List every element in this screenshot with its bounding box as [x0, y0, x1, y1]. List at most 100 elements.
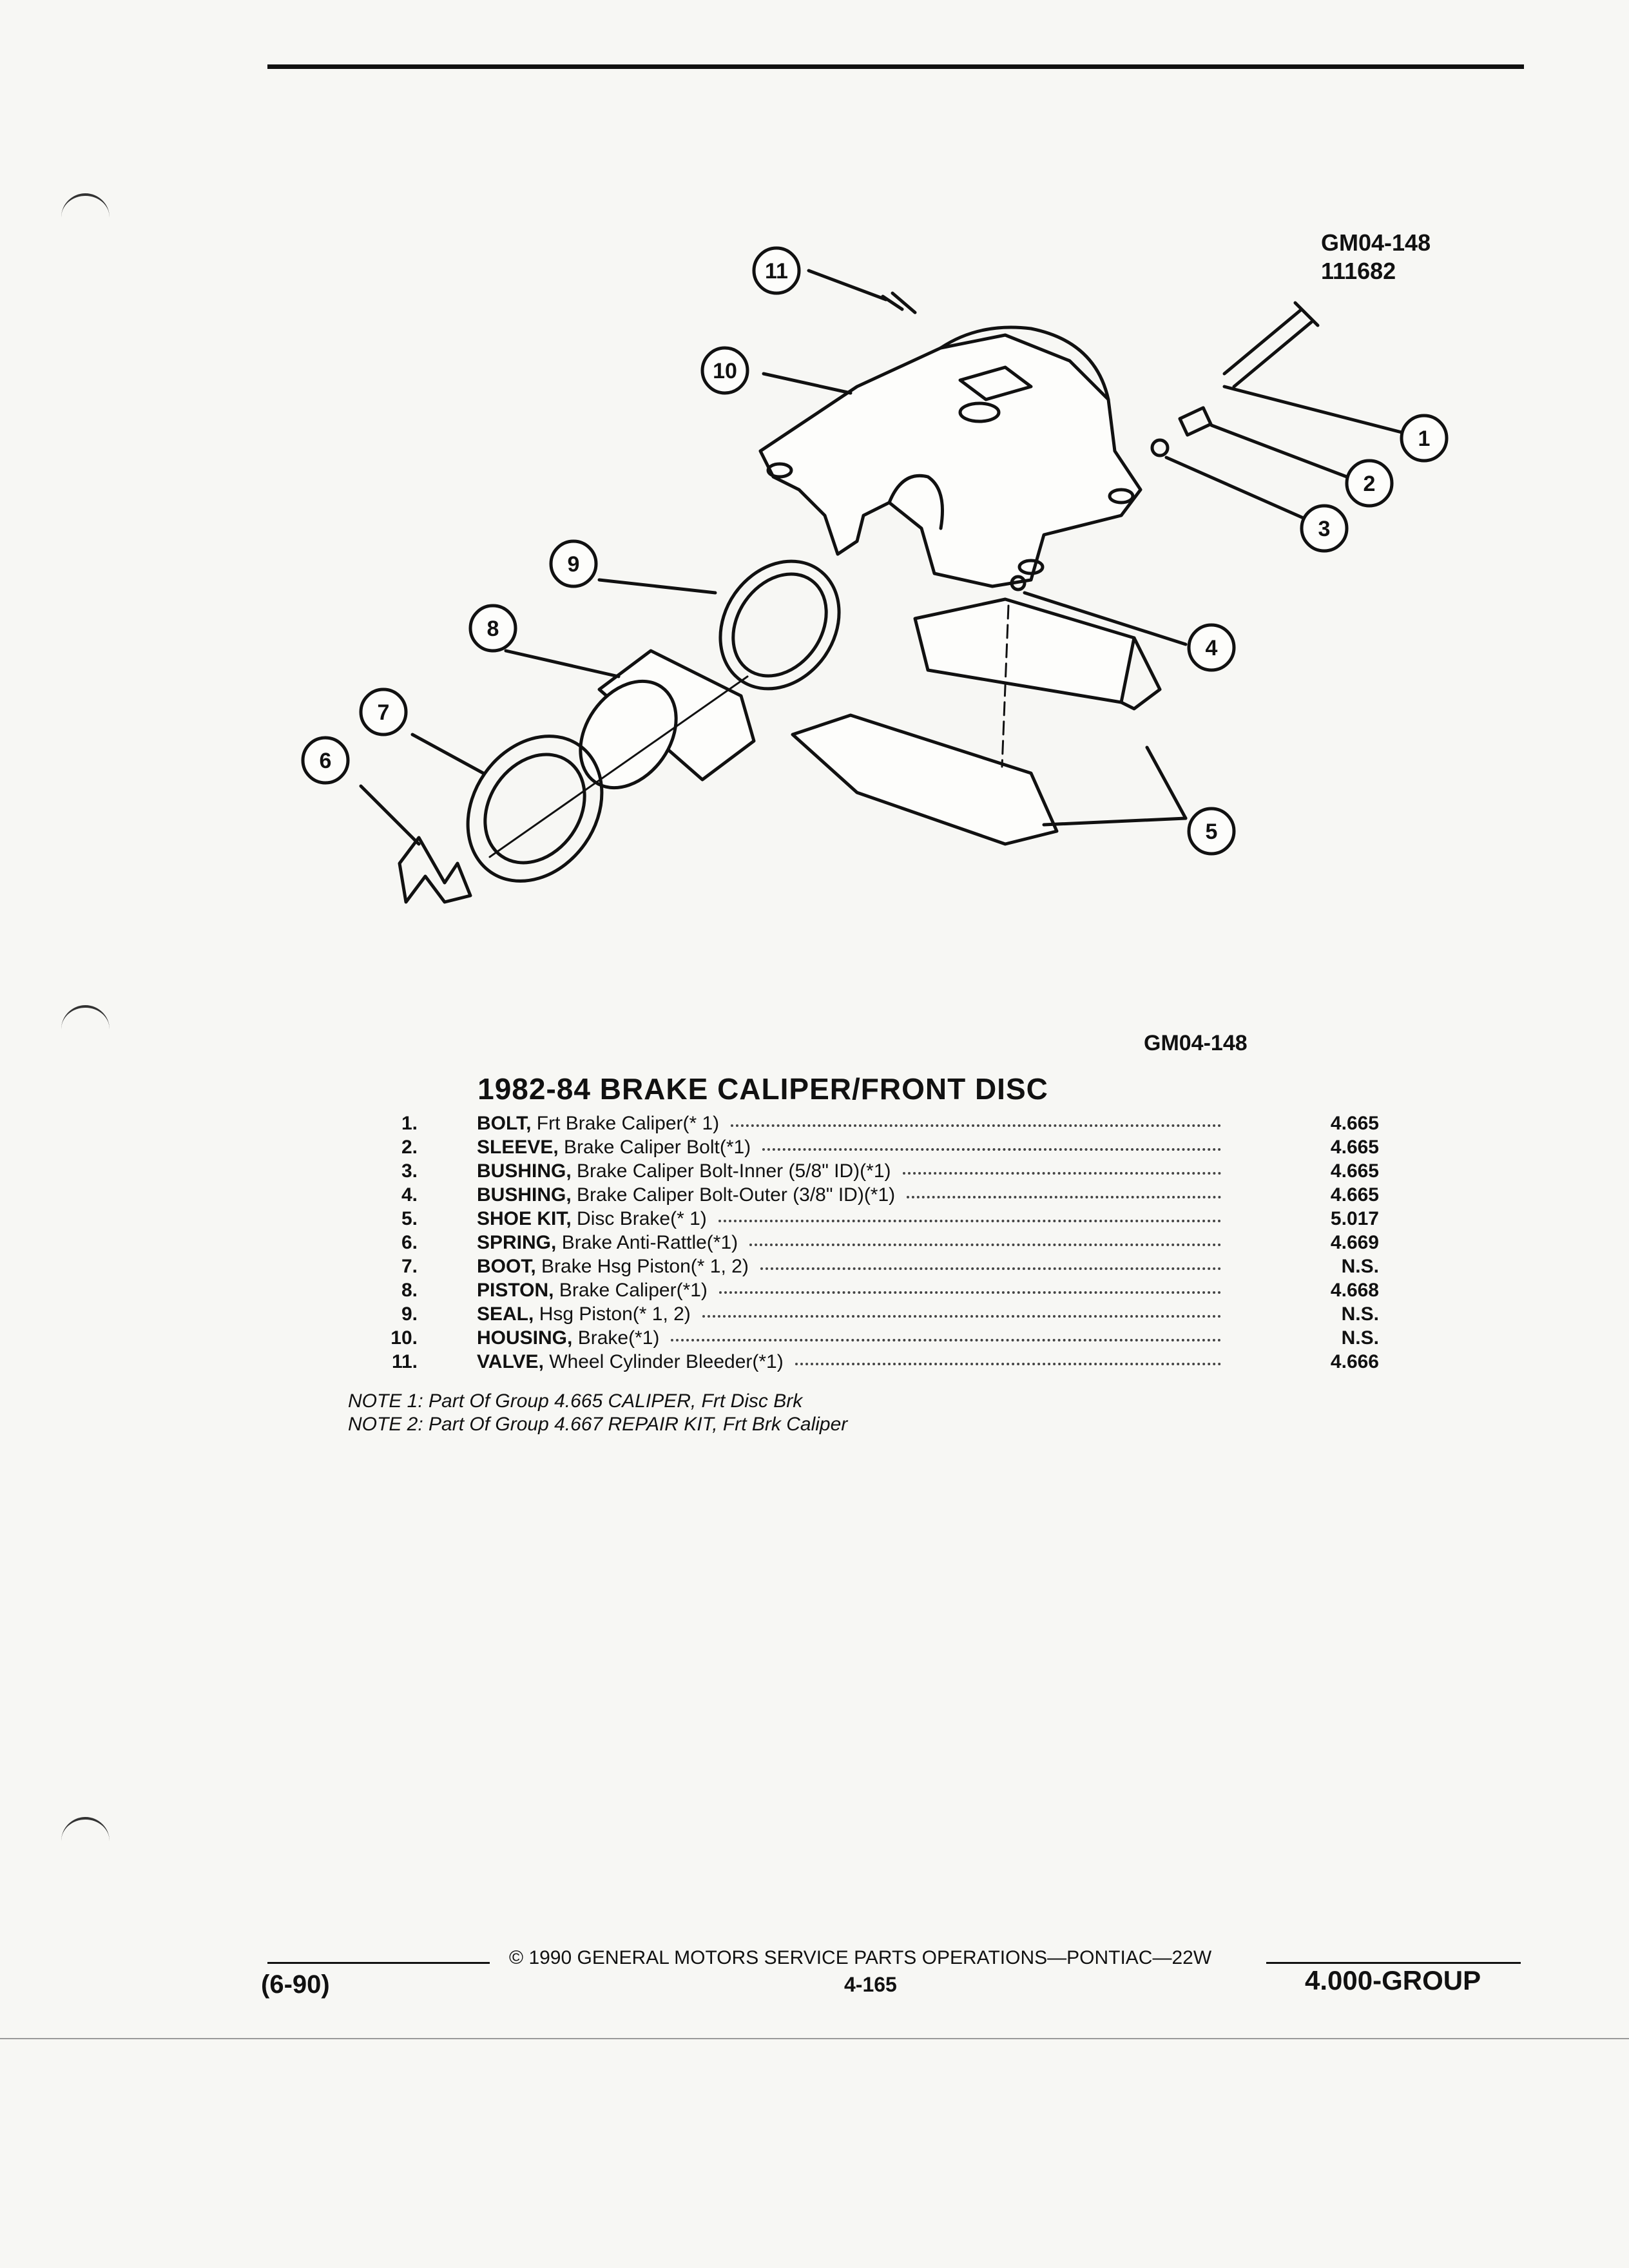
- callout-5: [1187, 807, 1236, 856]
- page-title: 1982-84 BRAKE CALIPER/FRONT DISC: [0, 1072, 1629, 1106]
- part-detail: Brake Caliper Bolt-Inner (5/8" ID)(*1): [571, 1160, 891, 1182]
- part-row: 6. SPRING, Brake Anti-Rattle(*1) 4.669: [0, 1232, 1629, 1256]
- punch-mark: [61, 1817, 110, 1845]
- callout-3: [1300, 504, 1349, 553]
- bottom-rule: [0, 2038, 1629, 2039]
- anti-rattle-spring-drawing: [398, 836, 472, 904]
- part-row: 8. PISTON, Brake Caliper(*1) 4.668: [0, 1280, 1629, 1304]
- part-detail: Hsg Piston(* 1, 2): [534, 1303, 691, 1325]
- part-number: 7.: [401, 1256, 418, 1277]
- part-number: 2.: [401, 1137, 418, 1158]
- callout-label-7: 7: [378, 700, 390, 725]
- part-description: SEAL, Hsg Piston(* 1, 2): [477, 1303, 691, 1325]
- copyright-text: © 1990 GENERAL MOTORS SERVICE PARTS OPER…: [509, 1947, 1212, 1968]
- part-group-number: N.S.: [1341, 1256, 1379, 1277]
- part-detail: Disc Brake(* 1): [571, 1208, 707, 1229]
- part-description: BUSHING, Brake Caliper Bolt-Inner (5/8" …: [477, 1160, 891, 1182]
- part-name: HOUSING,: [477, 1327, 573, 1349]
- callout-label-4: 4: [1206, 636, 1218, 660]
- part-detail: Brake Hsg Piston(* 1, 2): [535, 1256, 749, 1277]
- part-row: 2. SLEEVE, Brake Caliper Bolt(*1) 4.665: [0, 1137, 1629, 1161]
- part-description: SPRING, Brake Anti-Rattle(*1): [477, 1232, 738, 1254]
- callout-label-8: 8: [487, 617, 499, 641]
- callout-10: [700, 346, 749, 395]
- note-1: NOTE 1: Part Of Group 4.665 CALIPER, Frt…: [348, 1390, 803, 1412]
- callout-1: [1400, 414, 1449, 463]
- part-description: BOLT, Frt Brake Caliper(* 1): [477, 1113, 719, 1135]
- callout-label-2: 2: [1364, 472, 1376, 496]
- part-number: 8.: [401, 1280, 418, 1301]
- bolt-drawing: [1222, 301, 1320, 389]
- part-number: 1.: [401, 1113, 418, 1134]
- part-group-number: 4.666: [1330, 1351, 1379, 1372]
- part-description: SHOE KIT, Disc Brake(* 1): [477, 1208, 707, 1230]
- part-group-number: 4.665: [1330, 1137, 1379, 1158]
- group-label: 4.000-GROUP: [1305, 1965, 1481, 1995]
- figure-code-id: GM04-148: [1321, 229, 1431, 256]
- revision-date: (6-90): [261, 1970, 330, 1999]
- leader-dots: [671, 1339, 1221, 1341]
- part-number: 6.: [401, 1232, 418, 1253]
- part-group-number: 4.669: [1330, 1232, 1379, 1253]
- part-description: VALVE, Wheel Cylinder Bleeder(*1): [477, 1351, 784, 1373]
- part-row: 4.BUSHING, Brake Caliper Bolt-Outer (3/8…: [0, 1184, 1629, 1209]
- part-name: BUSHING,: [477, 1160, 572, 1182]
- callout-label-3: 3: [1318, 517, 1331, 541]
- part-detail: Brake Caliper(*1): [554, 1280, 708, 1301]
- leader-dots: [749, 1244, 1221, 1246]
- part-row: 5.SHOE KIT, Disc Brake(* 1)5.017: [0, 1208, 1629, 1233]
- callout-11: [752, 246, 801, 295]
- punch-mark: [61, 1005, 110, 1033]
- brake-caliper-exploded-diagram: 1 2 3 4 5 6 7 8 9 10 11: [301, 246, 1449, 904]
- leader-dots: [760, 1267, 1221, 1270]
- leader-dots: [718, 1220, 1221, 1222]
- part-description: BUSHING, Brake Caliper Bolt-Outer (3/8" …: [477, 1184, 895, 1206]
- callout-6: [301, 736, 350, 785]
- leader-dots: [907, 1196, 1221, 1198]
- part-row: 7. BOOT, Brake Hsg Piston(* 1, 2) N.S.: [0, 1256, 1629, 1280]
- part-detail: Brake(*1): [572, 1327, 660, 1349]
- part-row: 9. SEAL, Hsg Piston(* 1, 2) N.S.: [0, 1303, 1629, 1328]
- part-name: VALVE,: [477, 1351, 544, 1372]
- part-group-number: N.S.: [1341, 1327, 1379, 1349]
- callout-8: [468, 604, 517, 653]
- part-number: 9.: [401, 1303, 418, 1325]
- part-number: 5.: [401, 1208, 418, 1229]
- callout-label-6: 6: [320, 749, 332, 773]
- footer-rule-right: [1266, 1962, 1521, 1964]
- callout-label-10: 10: [713, 359, 737, 383]
- leader-dots: [795, 1363, 1221, 1365]
- figure-code-number: 111682: [1321, 258, 1396, 284]
- part-detail: Wheel Cylinder Bleeder(*1): [543, 1351, 784, 1372]
- part-name: PISTON,: [477, 1280, 554, 1301]
- part-group-number: 4.665: [1330, 1113, 1379, 1134]
- part-description: BOOT, Brake Hsg Piston(* 1, 2): [477, 1256, 749, 1278]
- part-description: SLEEVE, Brake Caliper Bolt(*1): [477, 1137, 751, 1158]
- part-detail: Brake Caliper Bolt-Outer (3/8" ID)(*1): [571, 1184, 896, 1206]
- leader-dots: [731, 1124, 1221, 1127]
- figure-caption-code: GM04-148: [1144, 1031, 1248, 1055]
- part-group-number: N.S.: [1341, 1303, 1379, 1325]
- part-row: 11.VALVE, Wheel Cylinder Bleeder(*1)4.66…: [0, 1351, 1629, 1376]
- footer-rule-left: [267, 1962, 490, 1964]
- shoe-inner-drawing: [913, 597, 1136, 704]
- part-name: SEAL,: [477, 1303, 534, 1325]
- header-rule: [267, 64, 1524, 69]
- figure-code: GM04-148 111682: [1321, 229, 1431, 285]
- punch-mark: [61, 193, 110, 222]
- leader-dots: [702, 1315, 1221, 1318]
- note-2: NOTE 2: Part Of Group 4.667 REPAIR KIT, …: [348, 1414, 848, 1435]
- leader-dots: [719, 1291, 1221, 1294]
- part-detail: Brake Caliper Bolt(*1): [558, 1137, 751, 1158]
- part-name: SHOE KIT,: [477, 1208, 572, 1229]
- bleeder-valve-drawing: [881, 291, 917, 314]
- part-description: PISTON, Brake Caliper(*1): [477, 1280, 708, 1302]
- part-row: 10. HOUSING, Brake(*1) N.S.: [0, 1327, 1629, 1352]
- sleeve-drawing: [1178, 406, 1213, 437]
- part-row: 3.BUSHING, Brake Caliper Bolt-Inner (5/8…: [0, 1160, 1629, 1185]
- bushing-outer-drawing: [1010, 575, 1027, 591]
- part-number: 10.: [390, 1327, 418, 1349]
- bushing-inner-drawing: [1150, 438, 1170, 457]
- part-name: BOLT,: [477, 1113, 532, 1134]
- part-group-number: 4.668: [1330, 1280, 1379, 1301]
